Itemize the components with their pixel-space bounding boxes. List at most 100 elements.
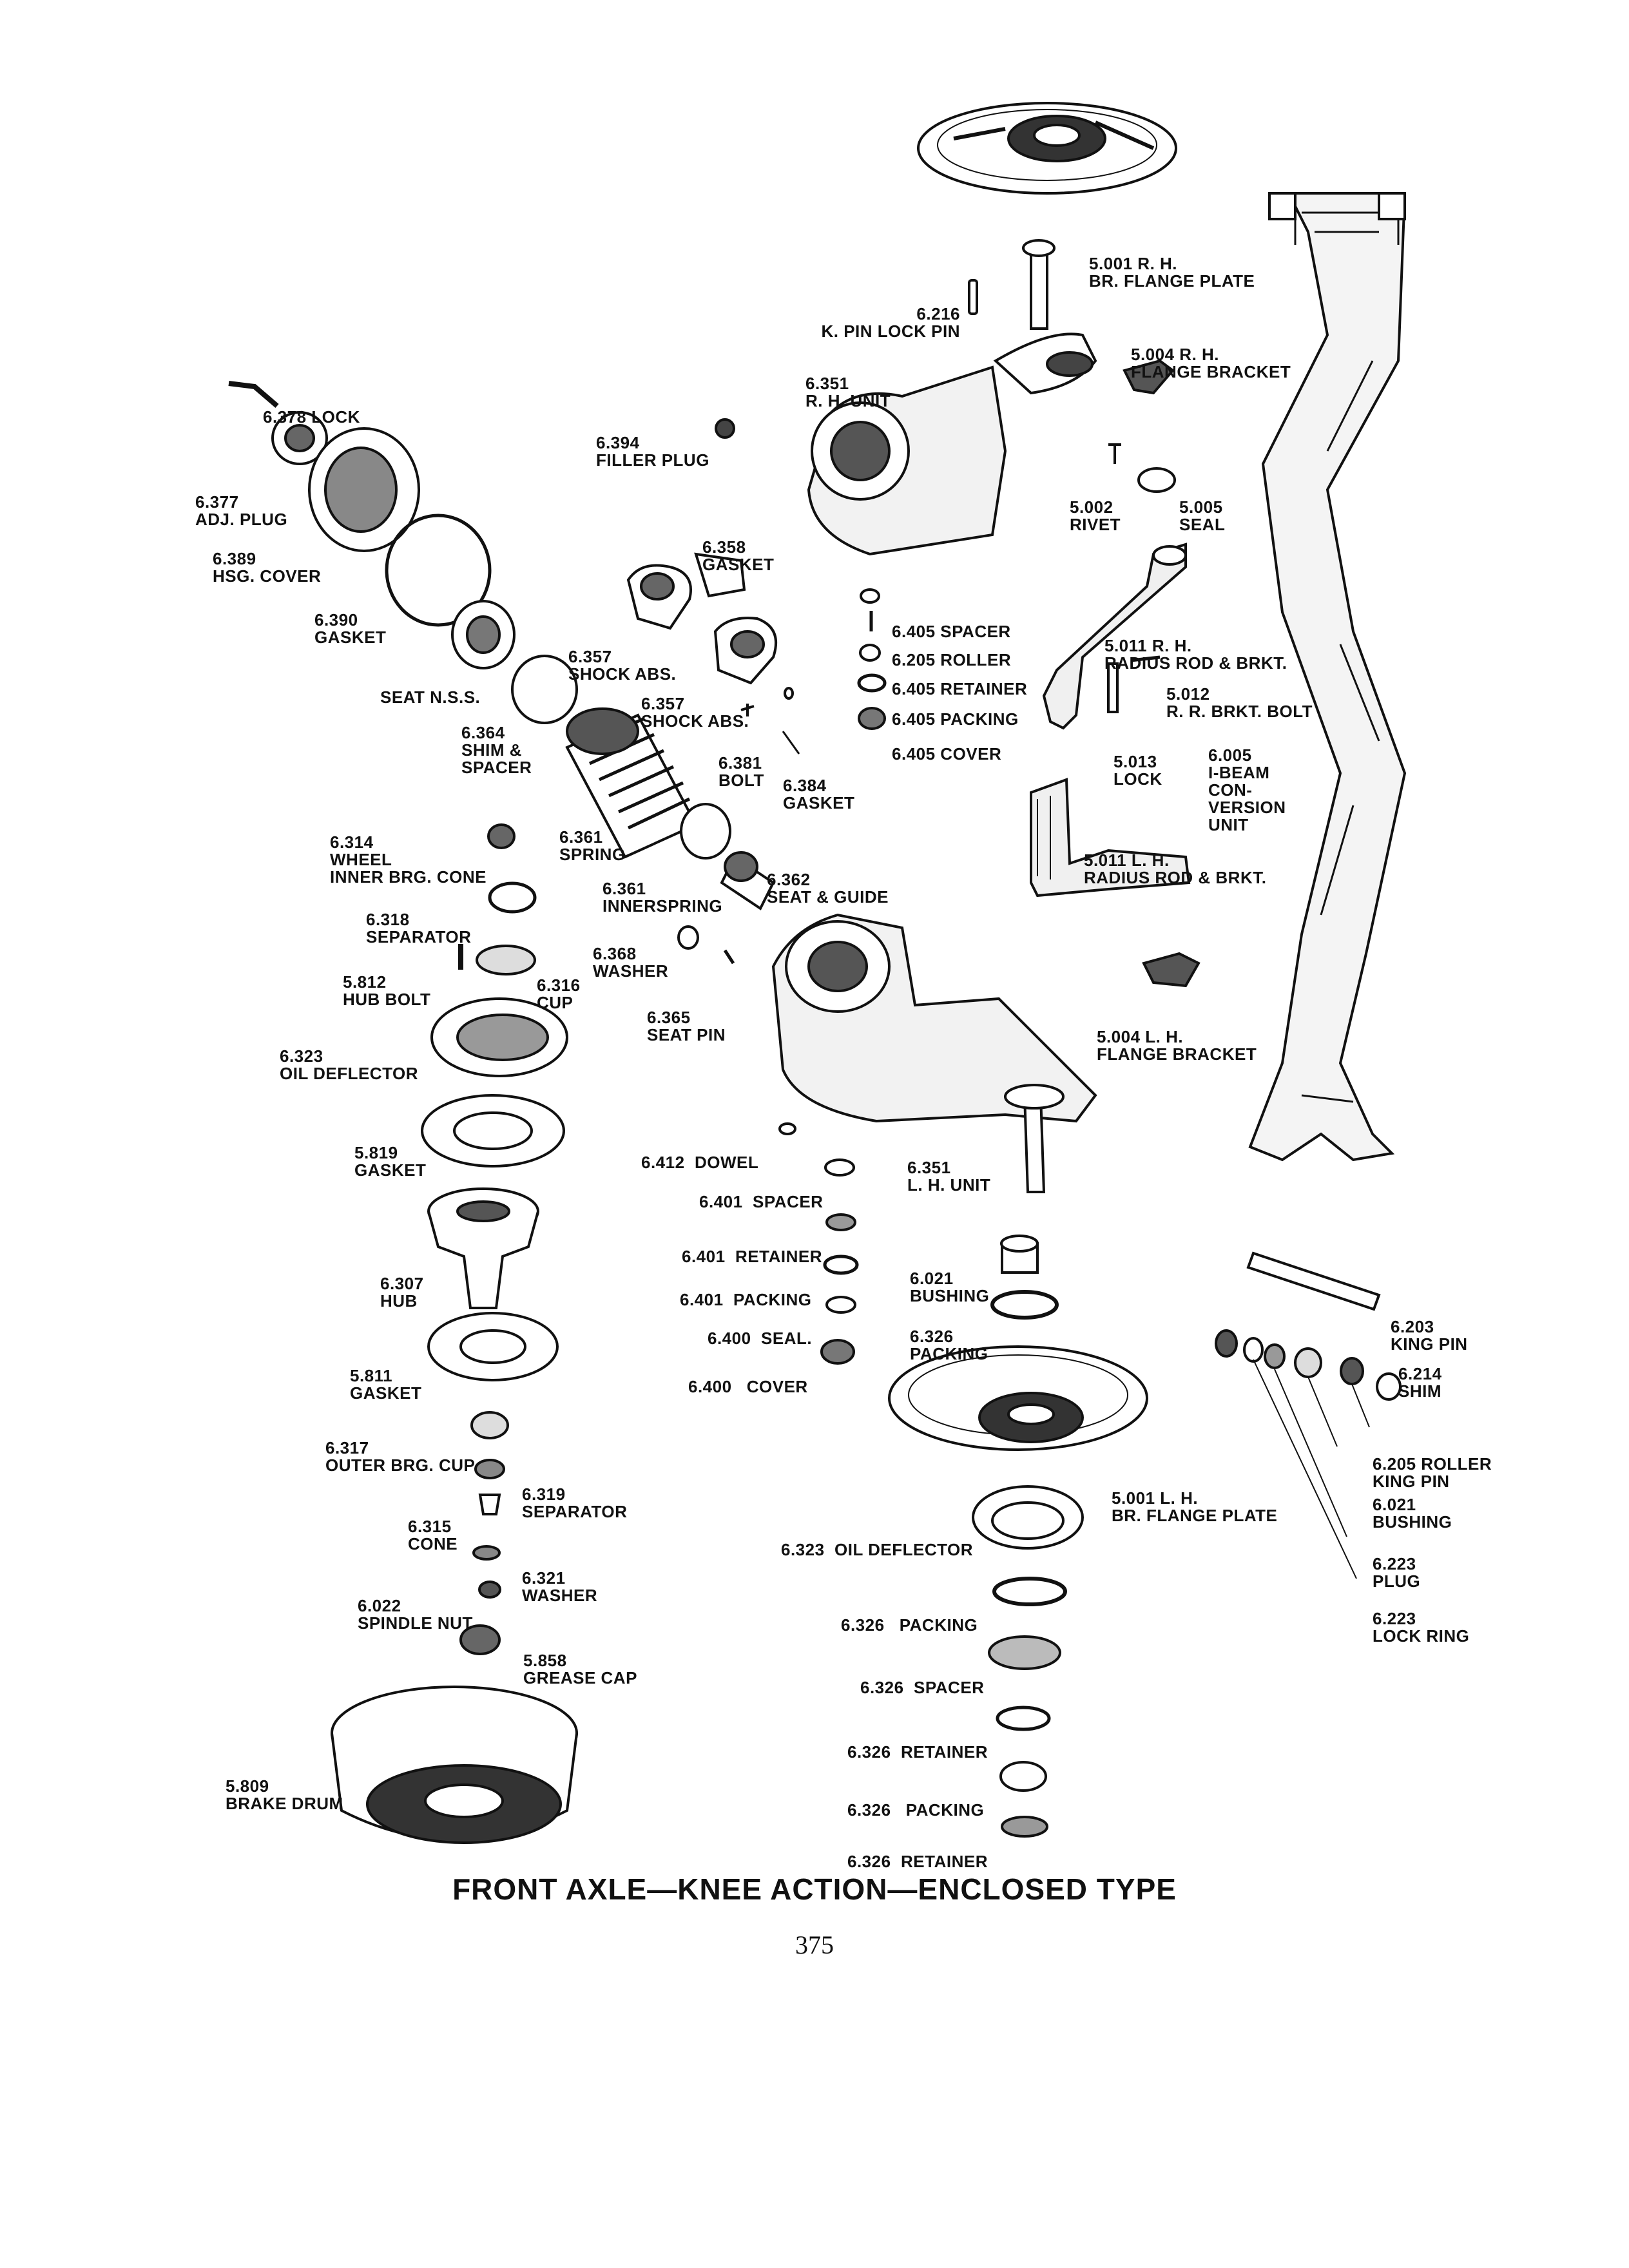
leader-lock-ring [1253, 1359, 1357, 1579]
rh-brake-flange-plate-drawing [917, 102, 1177, 195]
label-retainer-6405: 6.405 RETAINER [892, 679, 1028, 698]
separator-6319-drawing [474, 1459, 505, 1479]
retainer-6401-drawing [825, 1213, 856, 1231]
retainer-6405-drawing [859, 644, 881, 662]
rh-radius-rod-drawing [1042, 543, 1187, 730]
seal-5005-drawing [1137, 467, 1176, 493]
seal-6400-drawing [825, 1296, 856, 1314]
label-dowel: 6.412 DOWEL [641, 1153, 759, 1172]
gasket-6384-drawing [784, 687, 794, 700]
label-packing-6401: 6.401 PACKING [680, 1290, 812, 1309]
packing-6326-mid-drawing [992, 1577, 1067, 1606]
lh-unit-drawing [771, 913, 1097, 1193]
cover-6405-drawing [858, 707, 886, 730]
label-rh-br-flange-plate: 5.001 R. H.BR. FLANGE PLATE [1089, 254, 1255, 291]
gasket-6390-drawing [385, 514, 492, 627]
i-beam-conversion-unit-drawing [1248, 192, 1407, 1162]
gasket-5819-drawing [421, 1094, 565, 1168]
king-pin-drawing [1246, 1251, 1381, 1311]
shock-absorber-lower-drawing [713, 617, 778, 685]
washer-6368-drawing [677, 925, 699, 950]
label-cover-6405: 6.405 COVER [892, 744, 1002, 764]
rh-flange-bracket-drawing [1123, 359, 1175, 395]
label-lh-radius-rod: 5.011 L. H.RADIUS ROD & BRKT. [1084, 850, 1267, 887]
cover-6400-drawing [820, 1339, 855, 1365]
label-lock-6378: 6.378 LOCK [263, 407, 360, 427]
label-spacer-6326: 6.326 SPACER [860, 1678, 985, 1697]
shim-6214-small-drawing [1215, 1329, 1238, 1358]
shim-6214-drawing [1376, 1372, 1402, 1401]
lock-6378-drawing [228, 381, 279, 408]
oil-deflector-left-drawing [430, 997, 568, 1077]
outer-brg-cup-drawing [470, 1411, 509, 1439]
label-packing-6326c: 6.326 PACKING [847, 1800, 985, 1820]
retainer-6326-lower-drawing [1001, 1816, 1048, 1838]
grease-cap-drawing [459, 1624, 501, 1655]
cone-6315-drawing [478, 1494, 501, 1515]
washer-6321-drawing [472, 1545, 501, 1561]
page-number: 375 [795, 1930, 834, 1959]
roller-king-pin-drawing [1340, 1357, 1364, 1385]
gasket-arrow [782, 731, 800, 754]
label-rh-flange-bracket: 5.004 R. H.FLANGE BRACKET [1131, 345, 1291, 381]
label-packing-6405: 6.405 PACKING [892, 709, 1019, 729]
leader-bushing [1307, 1376, 1338, 1447]
brake-drum-drawing [331, 1686, 578, 1844]
label-spacer-6401: 6.401 SPACER [699, 1192, 824, 1211]
label-retainer-6326b: 6.326 RETAINER [847, 1852, 988, 1871]
seat-guide-drawing [720, 851, 775, 910]
spindle-nut-drawing [478, 1581, 501, 1599]
bushing-6021-kp-drawing [1294, 1347, 1322, 1378]
lock-5013-drawing [1107, 662, 1119, 713]
lh-brake-flange-plate-drawing [888, 1345, 1148, 1451]
hsg-cover-drawing [308, 427, 420, 552]
packing-6326-lower-drawing [999, 1761, 1047, 1792]
separator-6318-drawing [488, 881, 537, 914]
filler-plug-drawing [715, 418, 735, 439]
spacer-6405-drawing [860, 588, 880, 604]
oil-deflector-lower-drawing [972, 1485, 1084, 1550]
hub-drawing [427, 1187, 539, 1309]
packing-6326-upper-drawing [990, 1290, 1059, 1320]
plug-6223-drawing [1264, 1343, 1286, 1369]
packing-6405-drawing [857, 673, 887, 693]
wheel-inner-brg-cone-drawing [487, 823, 516, 849]
rr-brkt-bolt-drawing [1130, 655, 1161, 662]
retainer-6326-upper-drawing [996, 1706, 1051, 1731]
bushing-6021-drawing [1000, 1235, 1039, 1274]
rh-unit-drawing [807, 239, 1097, 556]
label-seal-6400: 6.400 SEAL. [708, 1329, 813, 1348]
